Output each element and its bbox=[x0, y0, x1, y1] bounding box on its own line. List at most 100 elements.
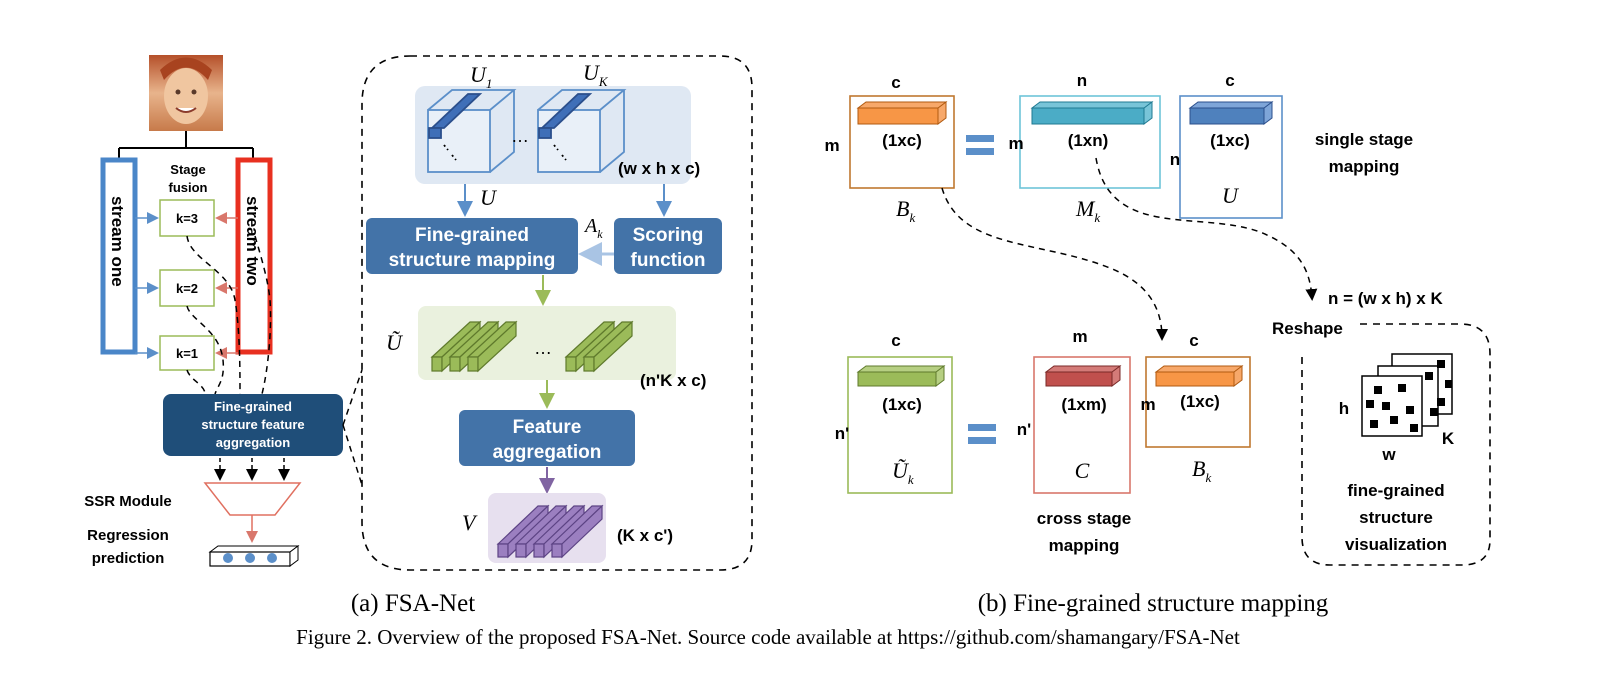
panel-a-detail: … U1 UK (w x h x c) U Fine-grained struc… bbox=[361, 55, 753, 571]
u-label: U bbox=[480, 185, 498, 210]
score-label-1: Scoring bbox=[633, 225, 704, 246]
whc-label: (w x h x c) bbox=[618, 159, 700, 178]
bk-label-sub: k bbox=[909, 210, 915, 225]
scoring-function-box bbox=[614, 218, 722, 274]
face-image bbox=[149, 55, 223, 131]
feat-agg-label-1: Feature bbox=[513, 417, 582, 438]
detail-dashed-frame bbox=[361, 55, 753, 571]
bk-1xc: (1xc) bbox=[882, 131, 922, 150]
v-bars bbox=[496, 504, 604, 559]
c-1xm: (1xm) bbox=[1061, 395, 1106, 414]
regression-label-2: prediction bbox=[92, 550, 165, 567]
mk-1xn: (1xn) bbox=[1068, 131, 1109, 150]
regression-output bbox=[208, 545, 300, 567]
bk2-top-c: c bbox=[1189, 331, 1198, 350]
bk2-bar bbox=[1154, 365, 1244, 387]
uk-label-main: U bbox=[583, 60, 601, 85]
utk-label-sub: k bbox=[908, 472, 914, 487]
bk2-m: m bbox=[1140, 395, 1155, 414]
visualization-dashed-frame bbox=[1301, 323, 1491, 566]
ak-label-sub: k bbox=[597, 227, 603, 241]
stream-one-box bbox=[100, 157, 138, 355]
cross-stage-label-2: mapping bbox=[1049, 536, 1120, 555]
utilde-label: Ũ bbox=[386, 330, 404, 355]
stream-one-label: stream one bbox=[108, 196, 127, 287]
caption-a: (a) FSA-Net bbox=[351, 590, 475, 617]
mk-top-n: n bbox=[1077, 71, 1087, 90]
c-bar bbox=[1044, 365, 1122, 387]
bk-label: Bk bbox=[896, 196, 915, 225]
dashed-connectors bbox=[186, 235, 272, 395]
grid-w: w bbox=[1381, 445, 1396, 464]
single-stage-label-1: single stage bbox=[1315, 130, 1413, 149]
bk-top-c: c bbox=[891, 73, 900, 92]
regression-label-1: Regression bbox=[87, 527, 169, 544]
cross-stage-label-1: cross stage bbox=[1037, 509, 1132, 528]
u-label-b: U bbox=[1222, 183, 1240, 208]
ssr-module-label: SSR Module bbox=[84, 493, 172, 510]
vis-label-2: structure bbox=[1359, 508, 1433, 527]
caption-b: (b) Fine-grained structure mapping bbox=[978, 590, 1329, 617]
grid-K: K bbox=[1442, 429, 1455, 448]
v-label: V bbox=[462, 510, 478, 535]
u-n: n bbox=[1170, 150, 1180, 169]
k3-label: k=3 bbox=[176, 211, 198, 226]
bk-label-main: B bbox=[896, 196, 909, 221]
utilde-bars bbox=[430, 320, 634, 373]
vis-label-1: fine-grained bbox=[1347, 481, 1444, 500]
structure-grid-stack bbox=[1361, 353, 1453, 437]
n-formula: n = (w x h) x K bbox=[1328, 289, 1443, 308]
mk-bar bbox=[1030, 101, 1154, 125]
panel-b: c m (1xc) Bk n m (1xn) Mk c n (1xc) U si… bbox=[824, 71, 1491, 566]
stream-two-label: stream two bbox=[243, 196, 262, 286]
mk-to-reshape-arrow bbox=[1095, 157, 1318, 301]
mk-label-main: M bbox=[1075, 196, 1096, 221]
utk-1xc: (1xc) bbox=[882, 395, 922, 414]
fg-map-label-2: structure mapping bbox=[389, 250, 556, 271]
reshape-label: Reshape bbox=[1272, 319, 1343, 338]
score-label-2: function bbox=[631, 250, 706, 271]
ak-label-main: A bbox=[583, 215, 598, 237]
equals-sign-1 bbox=[966, 135, 994, 155]
c-top-m: m bbox=[1072, 327, 1087, 346]
u-1xc: (1xc) bbox=[1210, 131, 1250, 150]
fg-map-label-1: Fine-grained bbox=[415, 225, 529, 246]
fine-grained-mapping-box bbox=[366, 218, 578, 274]
nk-c-label: (n'K x c) bbox=[640, 371, 706, 390]
single-stage-label-2: mapping bbox=[1329, 157, 1400, 176]
mk-m: m bbox=[1008, 134, 1023, 153]
utk-label: Ũk bbox=[892, 458, 914, 487]
u1-cube bbox=[427, 89, 517, 173]
stream-two-box bbox=[235, 157, 273, 355]
mk-label-sub: k bbox=[1094, 210, 1100, 225]
equals-sign-2 bbox=[968, 424, 996, 444]
u-ellipsis: … bbox=[511, 126, 529, 146]
grid-h: h bbox=[1339, 399, 1349, 418]
uk-label: UK bbox=[583, 60, 609, 89]
bk2-label-sub: k bbox=[1205, 470, 1211, 485]
ak-label: Ak bbox=[583, 215, 603, 241]
agg-label-3: aggregation bbox=[216, 435, 290, 450]
u-top-c: c bbox=[1225, 71, 1234, 90]
ssr-input-arrows bbox=[214, 458, 290, 481]
agg-label-1: Fine-grained bbox=[214, 399, 292, 414]
uk-cube bbox=[537, 89, 627, 173]
utk-label-main: Ũ bbox=[892, 458, 910, 483]
u1-label-sub: 1 bbox=[486, 76, 493, 91]
bk2-label-main: B bbox=[1192, 456, 1205, 481]
panel-a-overview: stream one stream two Stage fusion k=3 k… bbox=[84, 55, 363, 567]
uk-label-sub: K bbox=[598, 74, 609, 89]
k2-label: k=2 bbox=[176, 281, 198, 296]
figure-caption: Figure 2. Overview of the proposed FSA-N… bbox=[296, 625, 1240, 649]
bk-m: m bbox=[824, 136, 839, 155]
u-bar bbox=[1188, 101, 1274, 125]
bk-to-cross-arrow bbox=[941, 187, 1168, 341]
utk-bar bbox=[856, 365, 946, 387]
k1-label: k=1 bbox=[176, 346, 198, 361]
utk-n-prime: n' bbox=[835, 424, 849, 443]
c-n-prime: n' bbox=[1017, 420, 1031, 439]
u1-label: U1 bbox=[470, 62, 492, 91]
ssr-module-shape bbox=[203, 482, 302, 516]
tree-lines bbox=[118, 131, 254, 160]
